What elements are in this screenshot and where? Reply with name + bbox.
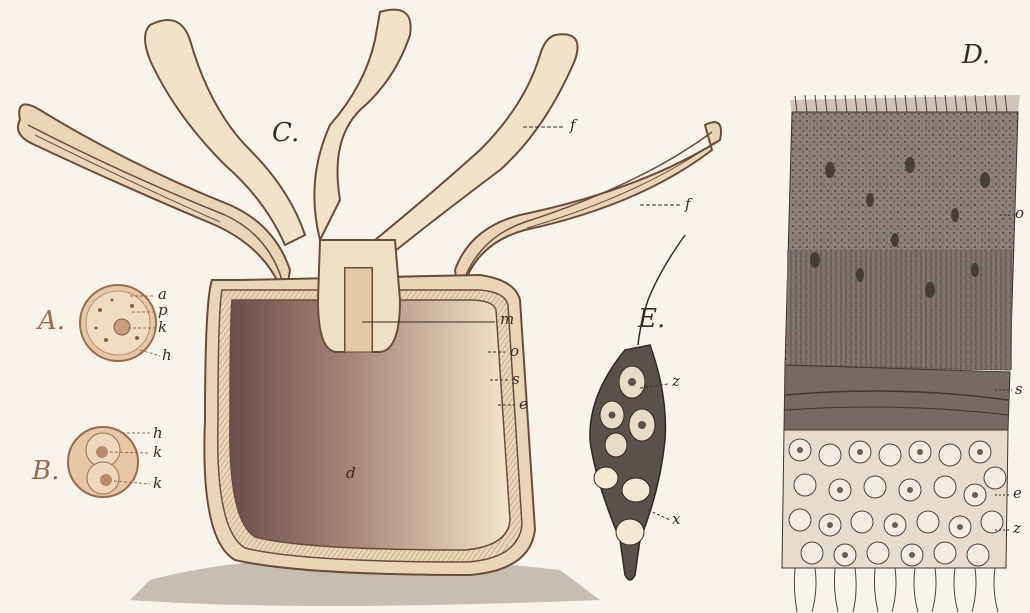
tissue-label-z: z	[1013, 521, 1021, 536]
cell-B-label-k2: k	[153, 476, 162, 491]
tissue-label-o: o	[1015, 206, 1024, 221]
polyp-label-d: d	[346, 466, 356, 481]
polyp-label-s: s	[512, 372, 520, 387]
figure-label-B: B.	[32, 458, 59, 484]
tissue-label-s: s	[1015, 382, 1023, 397]
cell-A-label-p: p	[158, 303, 168, 318]
figure-label-A: A.	[38, 308, 65, 334]
figure-label-D: D.	[962, 42, 990, 68]
cell-B-drawing	[68, 427, 150, 497]
polyp-label-f-lower: f	[685, 197, 691, 212]
cell-E-label-x: x	[672, 512, 680, 527]
cell-A-label-a: a	[158, 287, 167, 302]
tissue-D-drawing	[782, 95, 1020, 612]
cell-B-label-k1: k	[153, 445, 162, 460]
polyp-label-o: o	[510, 344, 519, 359]
polyp-label-e: e	[519, 397, 528, 412]
cell-E-label-z: z	[672, 374, 680, 389]
cell-E-drawing	[590, 235, 685, 580]
cell-B-label-h: h	[153, 426, 163, 441]
cell-A-label-k: k	[158, 320, 167, 335]
cell-A-drawing	[80, 285, 160, 361]
figure-label-C: C.	[272, 120, 299, 146]
polyp-label-m: m	[500, 312, 514, 327]
tissue-label-e: e	[1013, 486, 1022, 501]
figure-label-E: E.	[638, 306, 665, 332]
cell-A-label-h: h	[162, 348, 172, 363]
polyp-label-f-upper: f	[570, 118, 576, 133]
